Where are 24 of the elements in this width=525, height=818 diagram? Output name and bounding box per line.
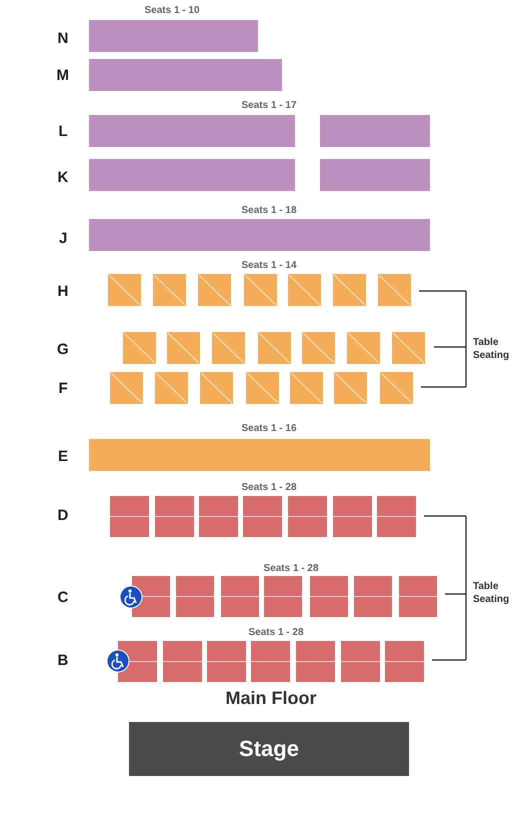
seat-range-label: Seats 1 - 28 [242,482,297,492]
stage-block: Stage [129,722,409,776]
seat-range-label: Seats 1 - 28 [248,626,304,638]
row-label: F [58,380,68,396]
row-label: G [57,340,69,358]
row-label: N [58,30,68,46]
seat-range-label: Seats 1 - 16 [242,422,297,434]
section-label: Table Seating [473,336,510,362]
seat-range-label: Seats 1 - 10 [144,4,200,16]
row-label: K [58,168,68,186]
row-label: M [56,66,69,84]
floor-title: Main Floor [226,688,316,708]
row-label: L [58,122,68,140]
row-label: C [58,588,68,606]
section-label: Table Seating [473,580,510,606]
seat-range-label: Seats 1 - 18 [242,204,297,216]
seat-range-label: Seats 1 - 14 [242,260,297,270]
row-label: D [58,506,68,524]
row-label: B [58,652,68,668]
seat-range-label: Seats 1 - 17 [242,100,297,110]
row-label: J [59,230,68,246]
row-label: E [58,448,68,464]
seat-range-label: Seats 1 - 28 [264,562,319,574]
row-label: H [58,282,68,300]
